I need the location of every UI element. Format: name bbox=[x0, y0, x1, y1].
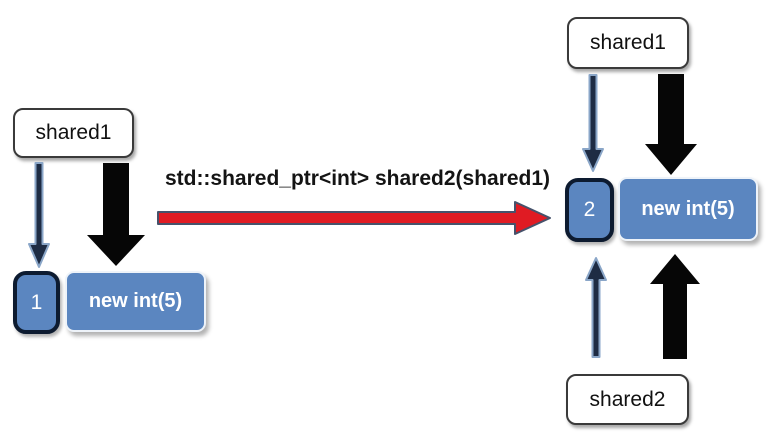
right-object-label: new int(5) bbox=[641, 197, 735, 220]
left-ref-count-box: 1 bbox=[13, 271, 60, 334]
left-shared1-label: shared1 bbox=[35, 121, 112, 144]
left-thin-down-arrow-icon bbox=[28, 162, 50, 268]
right-shared2-label: shared2 bbox=[589, 387, 666, 411]
left-shared1-box: shared1 bbox=[13, 108, 134, 158]
right-ref-count-value: 2 bbox=[583, 198, 596, 221]
right-shared2-box: shared2 bbox=[566, 374, 689, 425]
right-ref-count-box: 2 bbox=[565, 178, 614, 242]
left-object-label: new int(5) bbox=[88, 290, 183, 312]
right-shared1-label: shared1 bbox=[590, 31, 666, 54]
right-thin-down-arrow-icon bbox=[582, 74, 604, 172]
right-thick-down-arrow-icon bbox=[645, 74, 697, 175]
right-shared1-box: shared1 bbox=[567, 17, 689, 69]
left-ref-count-value: 1 bbox=[30, 290, 43, 314]
right-thick-up-arrow-icon bbox=[650, 254, 700, 359]
red-right-arrow-icon bbox=[157, 201, 551, 235]
left-thick-down-arrow-icon bbox=[87, 163, 145, 266]
right-object-box: new int(5) bbox=[618, 177, 758, 241]
transition-code-label: std::shared_ptr<int> shared2(shared1) bbox=[164, 167, 551, 190]
left-object-box: new int(5) bbox=[65, 271, 206, 332]
right-thin-up-arrow-icon bbox=[585, 257, 607, 358]
